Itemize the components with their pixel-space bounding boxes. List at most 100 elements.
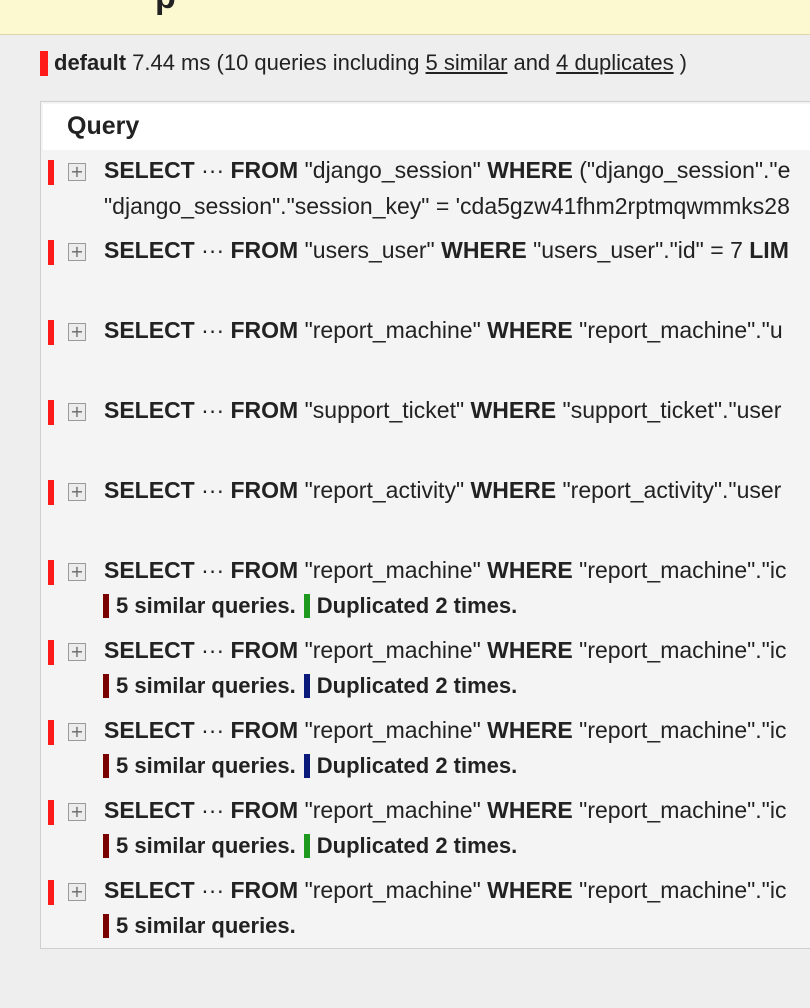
sql-condition: "report_machine"."ic bbox=[579, 717, 787, 743]
duplicate-queries-link[interactable]: 4 duplicates bbox=[556, 50, 674, 75]
expand-query-icon[interactable]: + bbox=[68, 403, 86, 421]
sql-condition: "report_machine"."ic bbox=[579, 557, 787, 583]
expand-query-icon[interactable]: + bbox=[68, 563, 86, 581]
sql-table-name: "support_ticket" bbox=[304, 397, 465, 423]
query-color-marker bbox=[48, 880, 54, 905]
db-summary: default 7.44 ms (10 queries including 5 … bbox=[40, 50, 687, 76]
query-sql: SELECT ··· FROM "django_session" WHERE (… bbox=[104, 155, 790, 185]
expand-query-icon[interactable]: + bbox=[68, 803, 86, 821]
query-stats: 5 similar queries. Duplicated 2 times. bbox=[103, 831, 517, 861]
sql-ellipsis: ··· bbox=[201, 877, 225, 903]
sql-ellipsis: ··· bbox=[201, 637, 225, 663]
db-alias: default bbox=[54, 50, 127, 75]
sql-keyword-from: FROM bbox=[230, 477, 299, 503]
duplicate-color-marker bbox=[303, 594, 310, 618]
query-color-marker bbox=[48, 480, 54, 505]
sql-ellipsis: ··· bbox=[201, 557, 225, 583]
similar-color-marker bbox=[103, 914, 109, 938]
duplicated-label: Duplicated 2 times. bbox=[316, 753, 518, 778]
duplicated-label: Duplicated 2 times. bbox=[316, 673, 518, 698]
table-header: Query bbox=[43, 104, 810, 150]
query-sql: SELECT ··· FROM "report_machine" WHERE "… bbox=[104, 715, 786, 745]
expand-query-icon[interactable]: + bbox=[68, 243, 86, 261]
table-row: + SELECT ··· FROM "report_machine" WHERE … bbox=[41, 791, 810, 871]
sql-keyword-select: SELECT bbox=[104, 877, 195, 903]
expand-query-icon[interactable]: + bbox=[68, 643, 86, 661]
sql-keyword-limit: LIM bbox=[749, 237, 789, 263]
sql-table-name: "report_machine" bbox=[304, 877, 481, 903]
table-row: + SELECT ··· FROM "report_machine" WHERE … bbox=[41, 631, 810, 711]
sql-condition: ("django_session"."e bbox=[579, 157, 791, 183]
similar-queries-label: 5 similar queries. bbox=[116, 593, 296, 618]
similar-queries-label: 5 similar queries. bbox=[116, 753, 296, 778]
sql-ellipsis: ··· bbox=[201, 317, 225, 343]
sql-condition: "report_activity"."user bbox=[562, 477, 782, 503]
sql-condition: "report_machine"."ic bbox=[579, 637, 787, 663]
sql-keyword-from: FROM bbox=[230, 637, 299, 663]
db-summary-and: and bbox=[513, 50, 551, 75]
similar-queries-label: 5 similar queries. bbox=[116, 673, 296, 698]
query-sql: SELECT ··· FROM "support_ticket" WHERE "… bbox=[104, 395, 781, 425]
sql-table-name: "report_activity" bbox=[304, 477, 465, 503]
query-stats: 5 similar queries.Duplicated 2 times. bbox=[103, 591, 517, 621]
table-row: + SELECT ··· FROM "report_machine" WHERE … bbox=[41, 711, 810, 791]
panel-title-fragment: p bbox=[155, 0, 176, 17]
similar-queries-label: 5 similar queries. bbox=[116, 913, 296, 938]
sql-keyword-select: SELECT bbox=[104, 477, 195, 503]
query-sql-continued: "django_session"."session_key" = 'cda5gz… bbox=[104, 193, 790, 219]
sql-keyword-select: SELECT bbox=[104, 237, 195, 263]
query-stats: 5 similar queries. Duplicated 2 times. bbox=[103, 671, 517, 701]
similar-queries-link[interactable]: 5 similar bbox=[425, 50, 508, 75]
similar-queries-label: 5 similar queries. bbox=[116, 833, 296, 858]
sql-keyword-select: SELECT bbox=[104, 317, 195, 343]
expand-query-icon[interactable]: + bbox=[68, 323, 86, 341]
sql-keyword-where: WHERE bbox=[441, 237, 527, 263]
table-row: + SELECT ··· FROM "users_user" WHERE "use… bbox=[41, 231, 810, 311]
query-color-marker bbox=[48, 640, 54, 665]
table-row: +SELECT ··· FROM "report_machine" WHERE … bbox=[41, 871, 810, 948]
duplicate-color-marker bbox=[303, 834, 310, 858]
query-color-marker bbox=[48, 800, 54, 825]
db-time: 7.44 ms bbox=[132, 50, 211, 75]
similar-color-marker bbox=[103, 594, 109, 618]
expand-query-icon[interactable]: + bbox=[68, 483, 86, 501]
expand-query-icon[interactable]: + bbox=[68, 163, 86, 181]
similar-color-marker bbox=[103, 834, 109, 858]
sql-keyword-select: SELECT bbox=[104, 157, 195, 183]
sql-condition: "report_machine"."ic bbox=[579, 877, 787, 903]
sql-condition: "report_machine"."u bbox=[579, 317, 783, 343]
sql-keyword-where: WHERE bbox=[487, 877, 573, 903]
sql-keyword-select: SELECT bbox=[104, 397, 195, 423]
query-sql: SELECT ··· FROM "users_user" WHERE "user… bbox=[104, 235, 789, 265]
query-sql: SELECT ··· FROM "report_activity" WHERE … bbox=[104, 475, 781, 505]
sql-keyword-from: FROM bbox=[230, 797, 299, 823]
sql-keyword-select: SELECT bbox=[104, 637, 195, 663]
sql-keyword-from: FROM bbox=[230, 397, 299, 423]
sql-condition: "users_user"."id" = 7 bbox=[533, 237, 743, 263]
query-color-marker bbox=[48, 720, 54, 745]
sql-keyword-where: WHERE bbox=[487, 717, 573, 743]
alias-color-marker bbox=[40, 50, 48, 76]
table-row: + SELECT ··· FROM "report_activity" WHERE… bbox=[41, 471, 810, 551]
duplicated-label: Duplicated 2 times. bbox=[316, 833, 518, 858]
sql-keyword-where: WHERE bbox=[470, 477, 557, 503]
query-sql: SELECT ··· FROM "report_machine" WHERE "… bbox=[104, 635, 786, 665]
sql-keyword-from: FROM bbox=[230, 317, 299, 343]
duplicate-color-marker bbox=[303, 754, 310, 778]
sql-keyword-where: WHERE bbox=[470, 397, 557, 423]
sql-keyword-from: FROM bbox=[230, 237, 299, 263]
sql-table-name: "users_user" bbox=[304, 237, 435, 263]
sql-ellipsis: ··· bbox=[201, 157, 225, 183]
expand-query-icon[interactable]: + bbox=[68, 723, 86, 741]
table-row: +SELECT ··· FROM "report_machine" WHERE … bbox=[41, 551, 810, 631]
query-sql: SELECT ··· FROM "report_machine" WHERE "… bbox=[104, 795, 786, 825]
sql-keyword-from: FROM bbox=[230, 157, 299, 183]
expand-query-icon[interactable]: + bbox=[68, 883, 86, 901]
sql-table-name: "report_machine" bbox=[304, 797, 481, 823]
sql-keyword-where: WHERE bbox=[487, 797, 573, 823]
query-color-marker bbox=[48, 240, 54, 265]
sql-keyword-where: WHERE bbox=[487, 157, 573, 183]
sql-ellipsis: ··· bbox=[201, 717, 225, 743]
table-row: +SELECT ··· FROM "report_machine" WHERE … bbox=[41, 311, 810, 391]
sql-keyword-from: FROM bbox=[230, 717, 299, 743]
